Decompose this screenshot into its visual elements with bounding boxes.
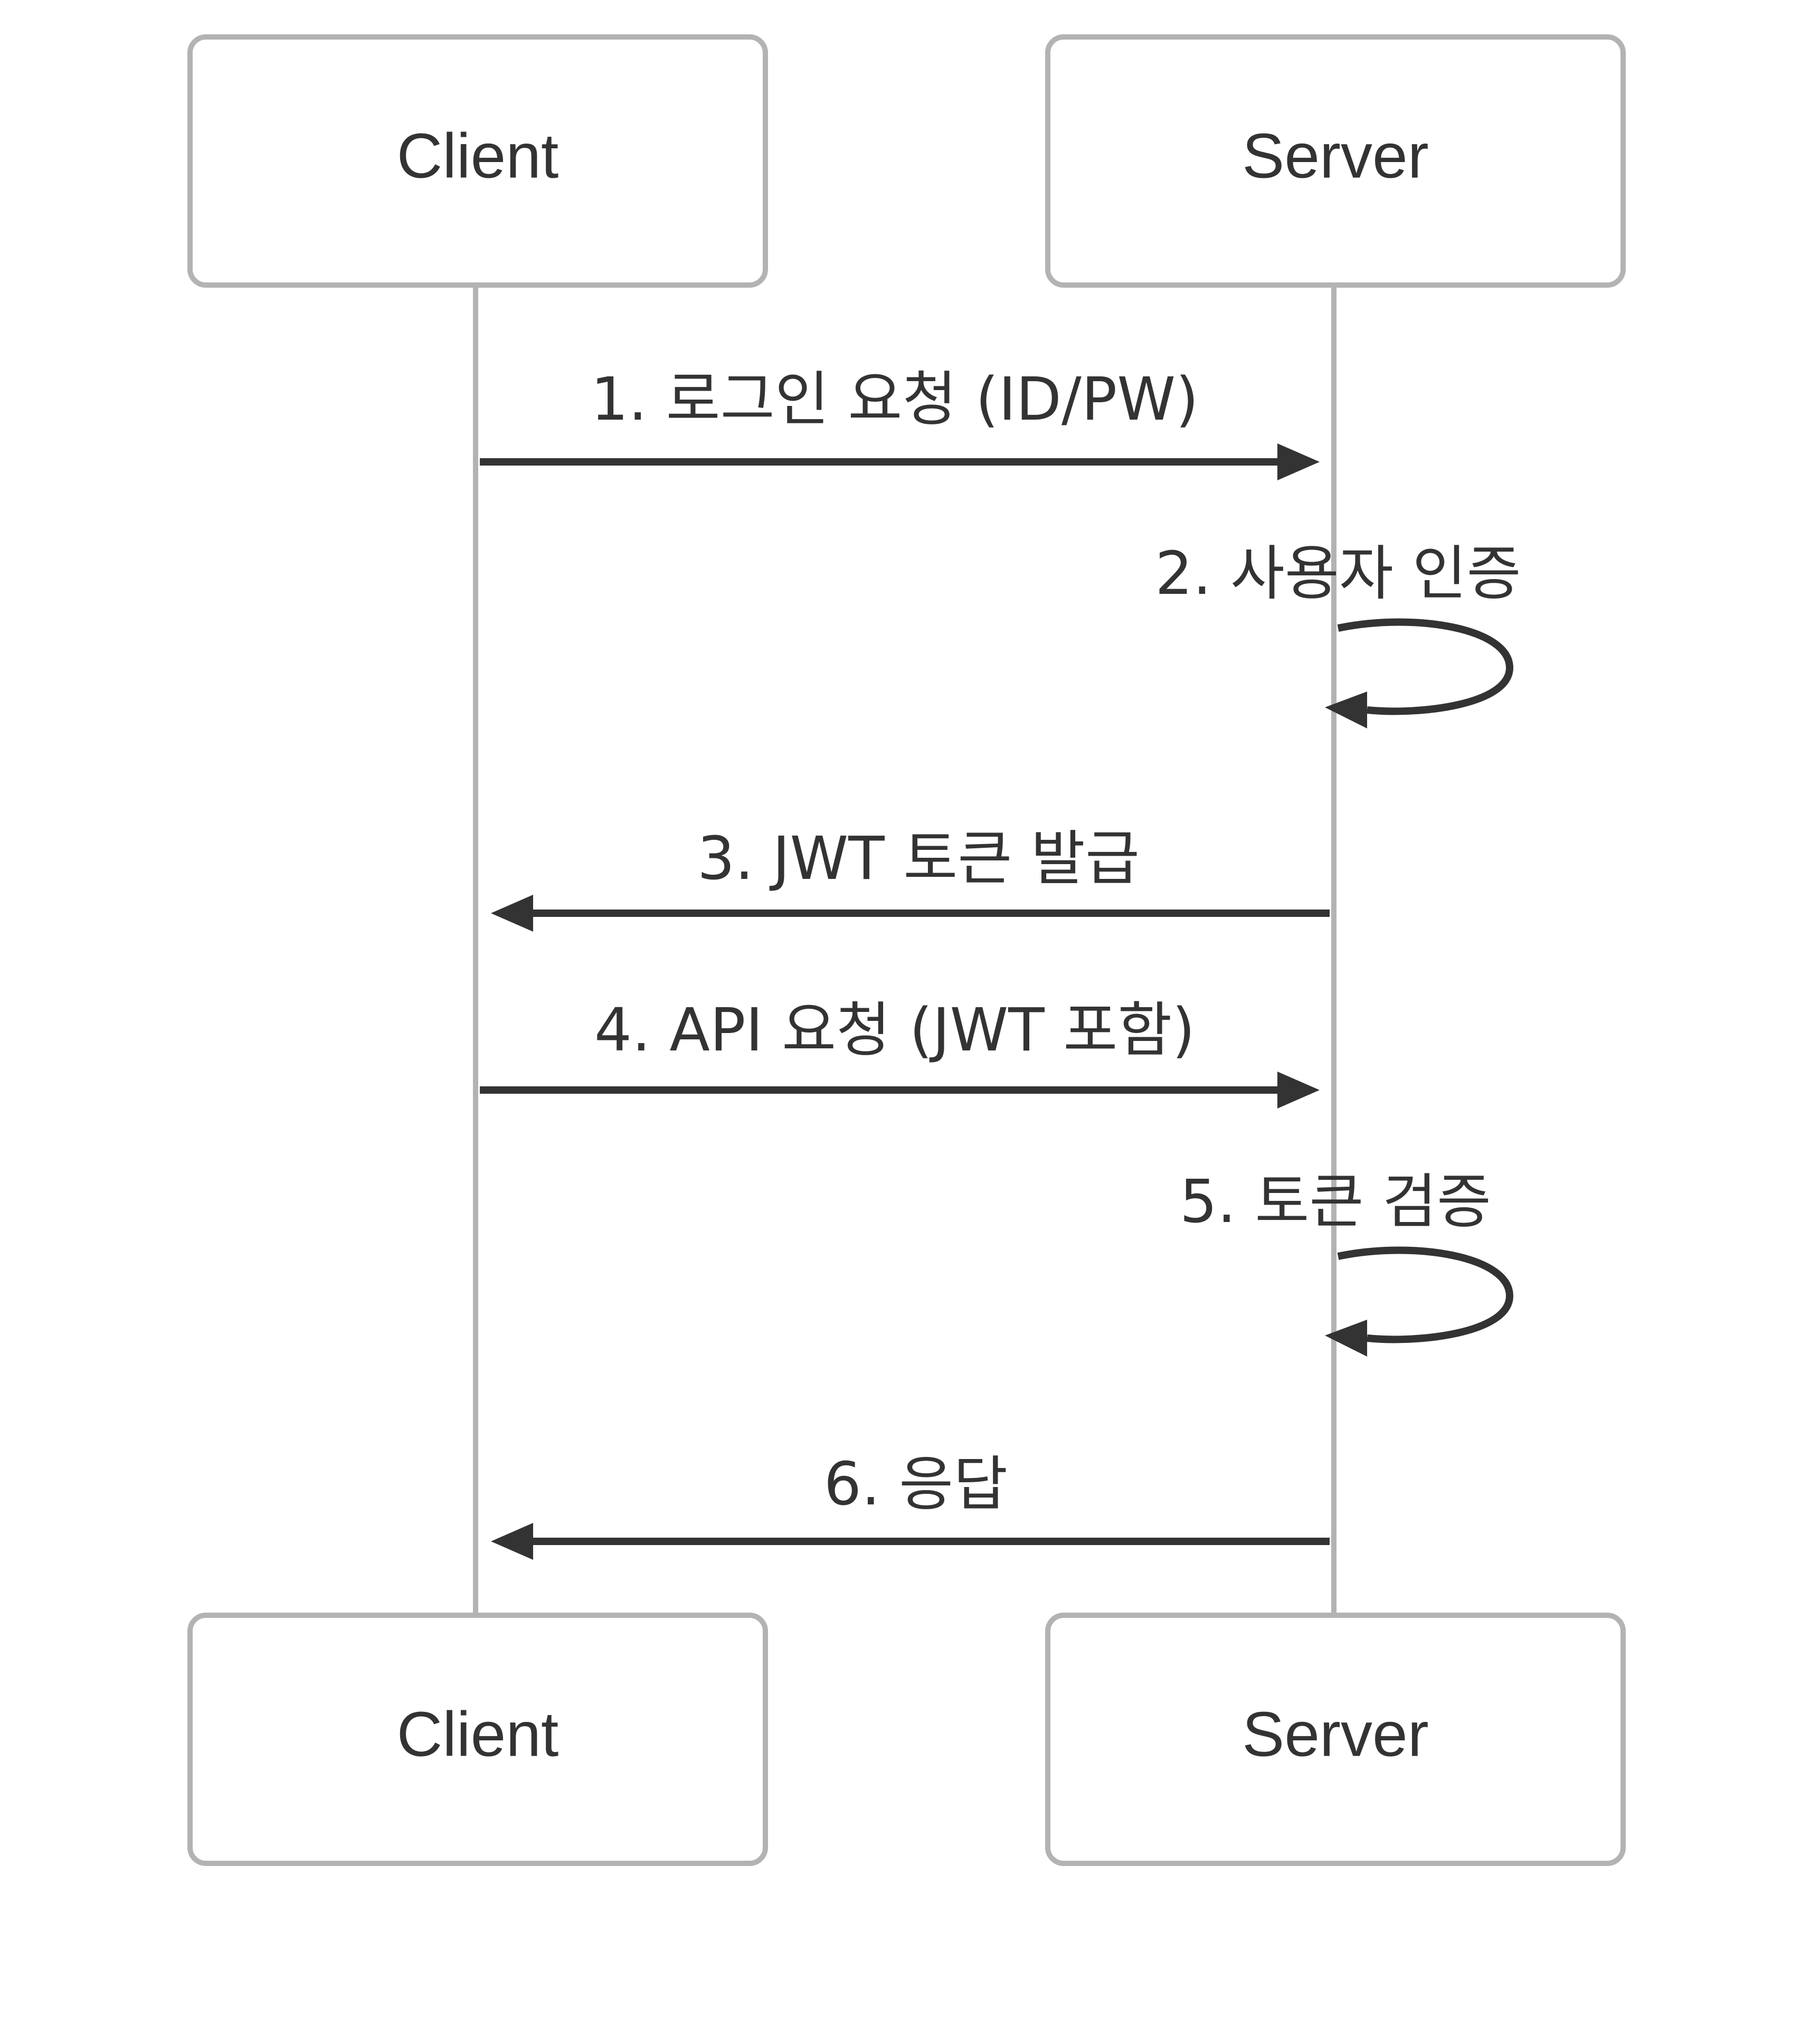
message-4-label: 4. API 요청 (JWT 포함) [594, 996, 1195, 1065]
server-label-top: Server [1242, 121, 1428, 192]
message-2-label: 2. 사용자 인증 [1155, 539, 1521, 608]
server-box-top: Server [1045, 34, 1626, 288]
client-label-top: Client [397, 121, 559, 192]
server-box-bottom: Server [1045, 1613, 1626, 1866]
message-6-label: 6. 응답 [824, 1450, 1008, 1519]
client-box-top: Client [187, 34, 768, 288]
message-3-arrow [491, 895, 1330, 932]
message-3-label: 3. JWT 토큰 발급 [697, 825, 1140, 893]
message-2-self-arrow [1325, 618, 1514, 728]
message-5-label: 5. 토큰 검증 [1180, 1168, 1491, 1236]
message-6-arrow [491, 1523, 1330, 1560]
server-label-bottom: Server [1242, 1699, 1428, 1770]
message-1-arrow [480, 443, 1320, 480]
client-label-bottom: Client [397, 1699, 559, 1770]
message-5-self-arrow [1325, 1246, 1514, 1357]
message-4-arrow [480, 1072, 1320, 1109]
message-1-label: 1. 로그인 요청 (ID/PW) [591, 365, 1199, 434]
client-box-bottom: Client [187, 1613, 768, 1866]
